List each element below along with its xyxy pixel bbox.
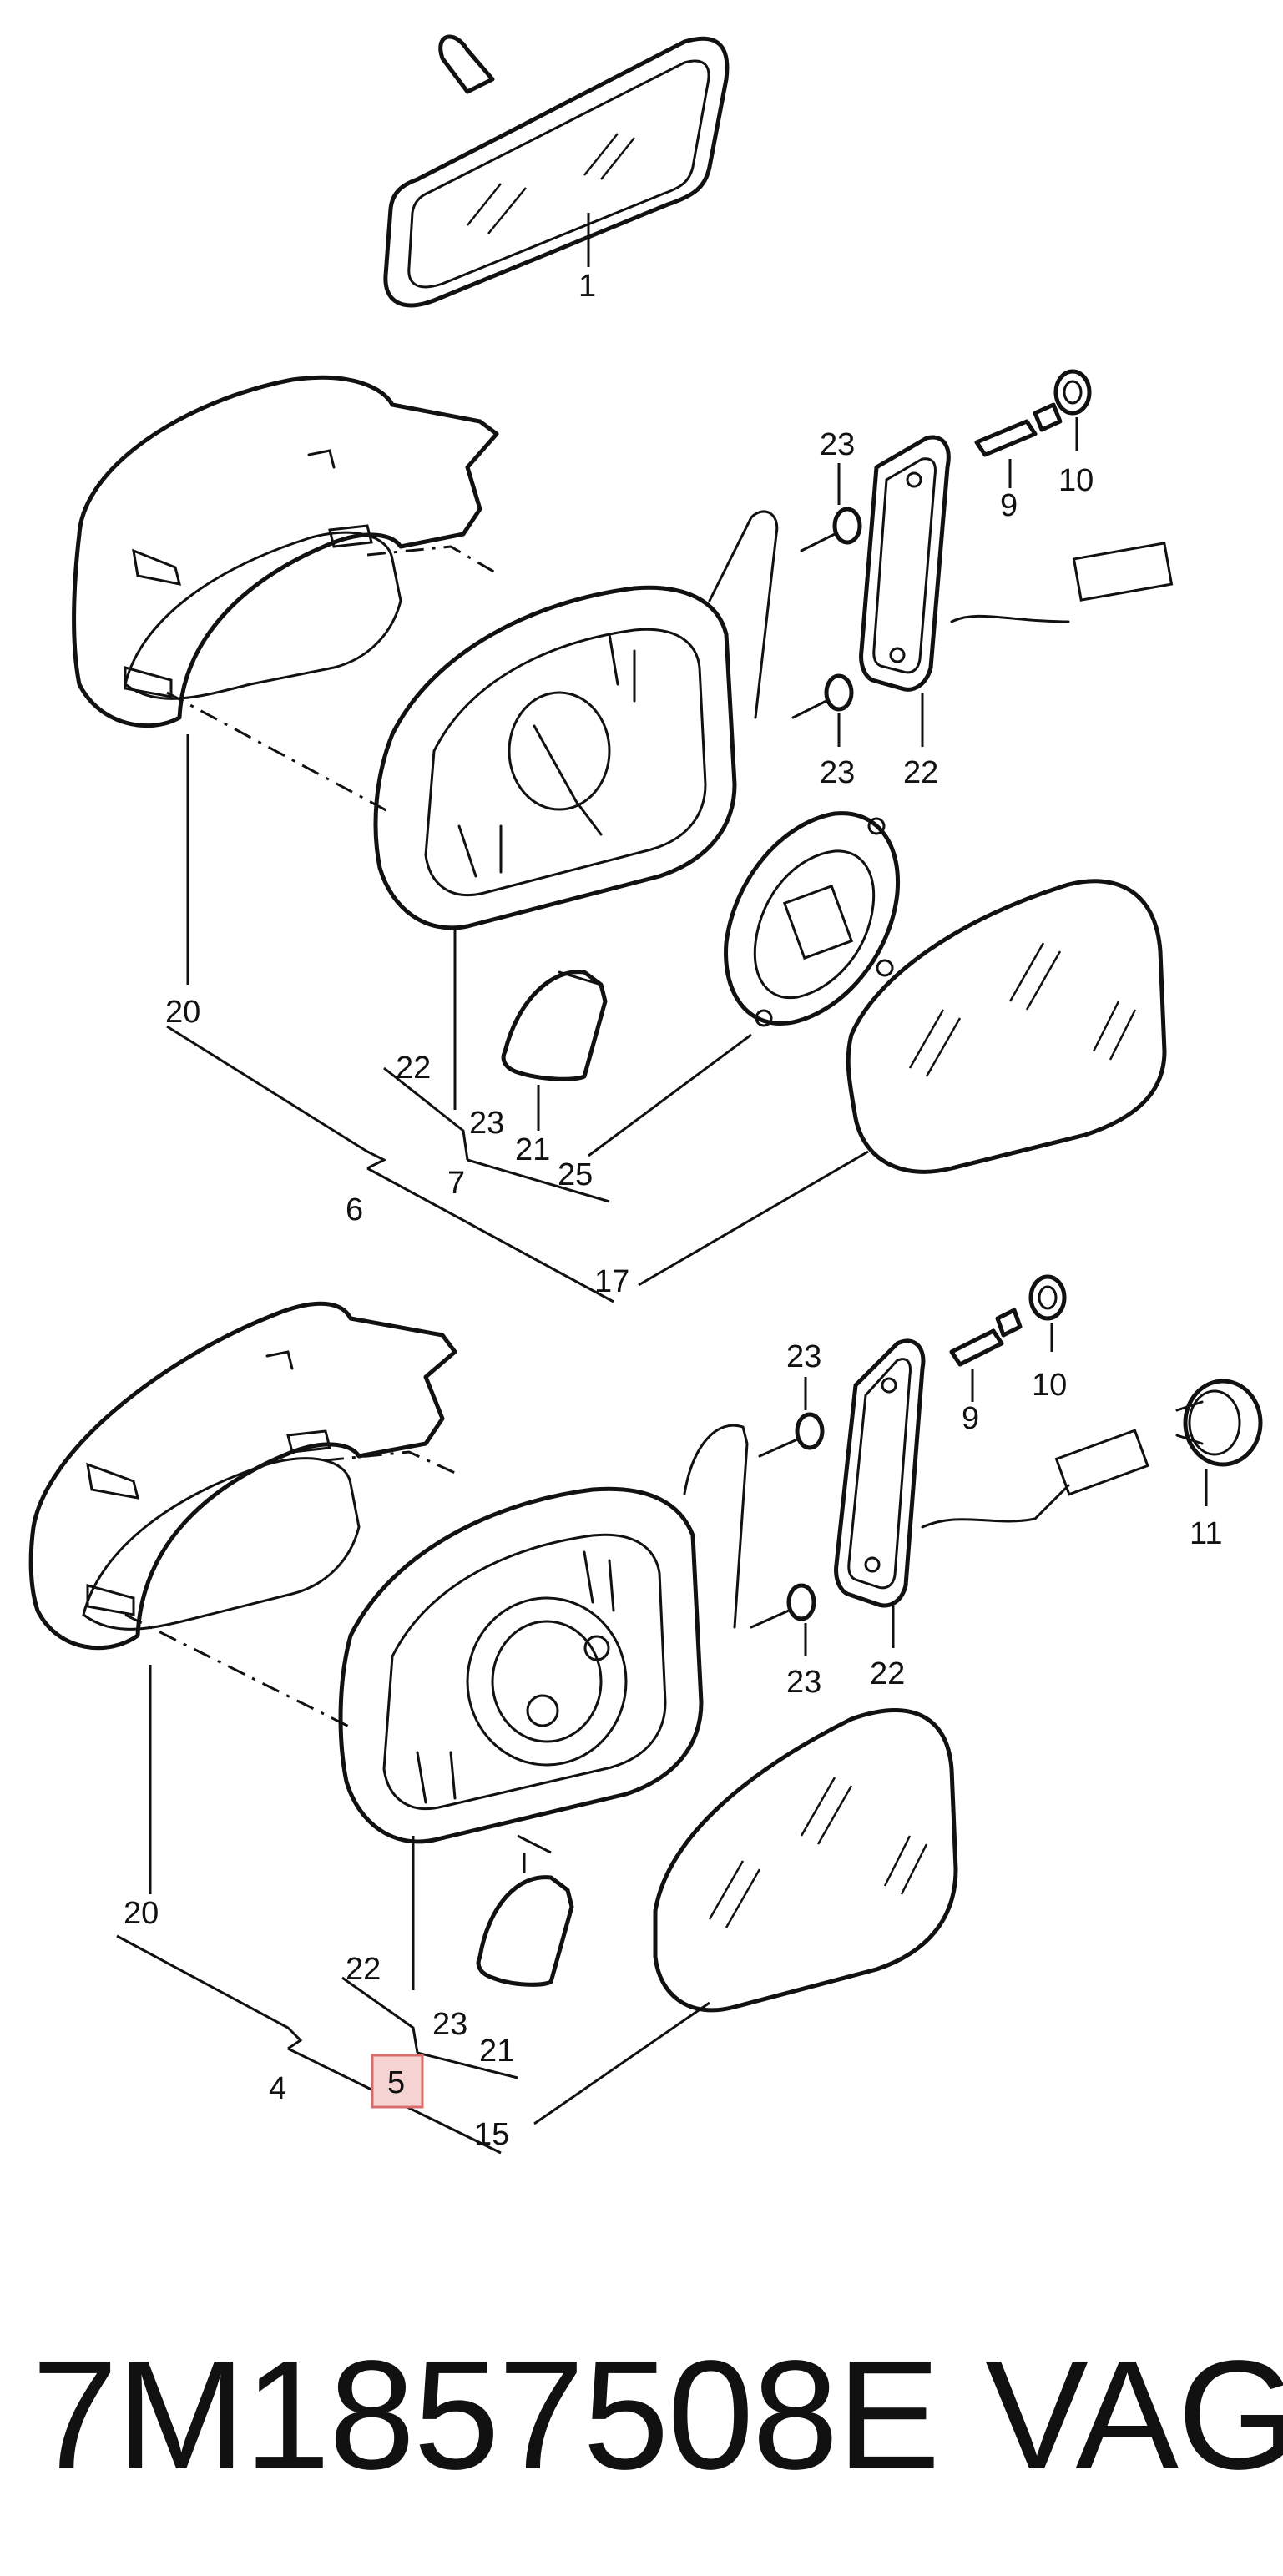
- label-1: 1: [578, 269, 596, 304]
- label-5: 5: [387, 2065, 405, 2100]
- upper-bolt-9: [974, 402, 1063, 488]
- upper-spacer-23b: [791, 673, 854, 747]
- label-22: 22: [903, 755, 938, 790]
- label-9: 9: [962, 1401, 979, 1436]
- upper-adjusting-motor: [588, 811, 901, 1157]
- label-21: 21: [479, 2034, 514, 2069]
- upper-cap-10: [1053, 369, 1092, 451]
- label-10: 10: [1032, 1368, 1067, 1403]
- lower-turn-signal: [476, 1834, 574, 1987]
- upper-mirror-glass: [638, 879, 1167, 1287]
- highlight-box-5: [371, 2054, 424, 2109]
- label-17: 17: [594, 1264, 629, 1299]
- lower-mounting-gasket: [834, 1338, 1149, 1648]
- label-23: 23: [469, 1106, 504, 1141]
- upper-grouping-lines: [166, 1025, 614, 1303]
- upper-mounting-gasket: [859, 435, 1174, 747]
- label-20: 20: [165, 995, 200, 1030]
- lower-spacer-23e: [750, 1583, 816, 1656]
- label-9: 9: [1000, 488, 1018, 523]
- lower-mirror-glass: [533, 1708, 958, 2125]
- label-23: 23: [432, 2007, 467, 2042]
- lower-spacer-23d: [758, 1377, 825, 1458]
- label-23: 23: [786, 1339, 821, 1374]
- brand-name: VAG: [985, 2329, 1283, 2502]
- lower-bolt-9: [949, 1308, 1023, 1402]
- label-10: 10: [1058, 463, 1094, 498]
- label-25: 25: [558, 1157, 593, 1192]
- upper-housing-cover: [72, 375, 502, 985]
- label-21: 21: [515, 1132, 550, 1167]
- label-6: 6: [346, 1192, 363, 1228]
- upper-turn-signal: [501, 970, 608, 1131]
- lower-mirror-housing: [338, 1424, 749, 1990]
- label-11: 11: [1190, 1516, 1222, 1551]
- label-22: 22: [346, 1952, 381, 1987]
- interior-mirror: [383, 34, 730, 308]
- lower-grouping-lines: [116, 1934, 518, 2155]
- lower-housing-cover: [28, 1301, 457, 1894]
- lower-connector-11: [1175, 1379, 1263, 1506]
- upper-spacer-23a: [800, 463, 862, 552]
- footer: 7M1857508E VAG: [0, 2320, 1283, 2512]
- upper-mirror-housing: [373, 510, 779, 1110]
- label-20: 20: [124, 1896, 159, 1931]
- label-7: 7: [447, 1166, 465, 1201]
- label-23: 23: [820, 755, 855, 790]
- label-23: 23: [786, 1665, 821, 1700]
- label-15: 15: [474, 2117, 509, 2152]
- label-22: 22: [396, 1051, 431, 1086]
- lower-cap-10: [1028, 1274, 1067, 1352]
- label-4: 4: [269, 2071, 286, 2106]
- label-22: 22: [870, 1656, 905, 1691]
- label-23: 23: [820, 427, 855, 462]
- part-number: 7M1857508E: [32, 2329, 941, 2502]
